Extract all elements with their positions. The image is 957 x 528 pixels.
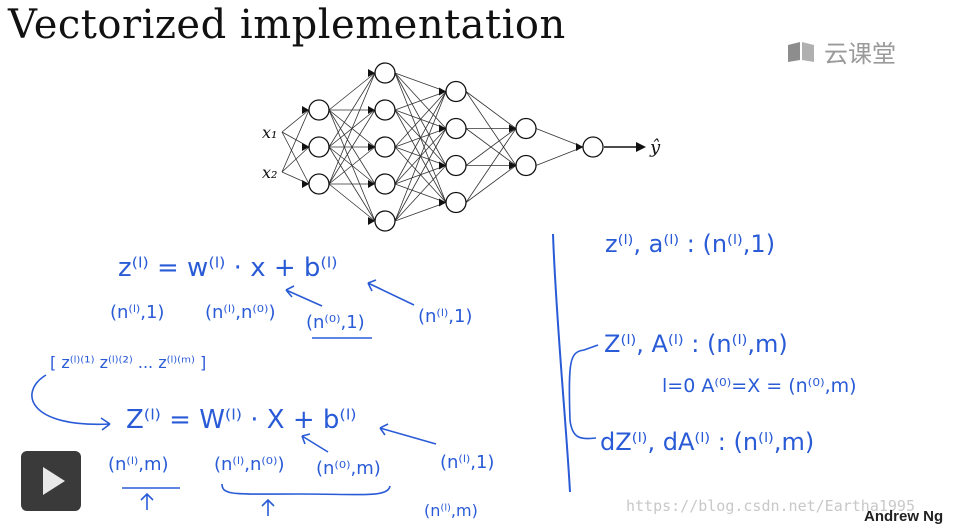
arrow-to-x [285,285,323,307]
edge-arrowhead [368,180,375,188]
edge [328,72,376,111]
play-icon [43,467,65,495]
brace-WX [221,483,391,496]
arrow-to-b [367,279,415,306]
edge [328,146,376,185]
edge [394,202,447,222]
stacked-columns: [ z⁽ˡ⁾⁽¹⁾ z⁽ˡ⁾⁽²⁾ ... z⁽ˡ⁾⁽ᵐ⁾ ] [50,353,206,372]
edge-arrowhead [439,124,446,133]
bracket-right [568,344,599,440]
dim-X: (n⁽⁰⁾,m) [316,458,381,479]
edge [394,91,447,111]
right-line-4: dZ⁽ˡ⁾, dA⁽ˡ⁾ : (n⁽ˡ⁾,m) [600,428,814,456]
edge [328,183,376,222]
edge [465,165,517,203]
edge [394,165,447,222]
edge-arrowhead [439,87,446,96]
edge [281,146,310,173]
edge-arrowhead [439,161,446,170]
dim-z: (n⁽ˡ⁾,1) [110,302,164,323]
dim-x: (n⁽⁰⁾,1) [306,312,365,333]
right-line-1: z⁽ˡ⁾, a⁽ˡ⁾ : (n⁽ˡ⁾,1) [605,230,775,258]
arrow-to-b2 [379,423,437,445]
eq-single-example: z⁽ˡ⁾ = w⁽ˡ⁾ · x + b⁽ˡ⁾ [118,253,338,283]
dim-W: (n⁽ˡ⁾,n⁽⁰⁾) [214,454,284,475]
edge-arrowhead [368,143,375,151]
edge [465,128,517,203]
dim-b2: (n⁽ˡ⁾,1) [440,452,494,473]
edge-arrowhead [576,143,583,151]
output-yhat: ŷ [649,137,661,158]
edge [535,128,584,148]
edge [394,72,447,92]
play-button[interactable] [21,451,81,511]
input-x2: x₂ [262,163,277,182]
edge-arrowhead [439,198,446,207]
curved-arrow-left [31,374,111,431]
edge [281,109,310,173]
edge [465,91,517,129]
arrow-to-X [301,433,329,453]
edge [281,131,310,185]
input-x1: x₁ [262,123,277,142]
dim-w: (n⁽ˡ⁾,n⁽⁰⁾) [205,302,275,323]
dim-b: (n⁽ˡ⁾,1) [418,306,472,327]
right-line-2: Z⁽ˡ⁾, A⁽ˡ⁾ : (n⁽ˡ⁾,m) [604,330,788,358]
edge-arrowhead [509,124,516,133]
edge [394,91,447,148]
edge-arrowhead [368,217,375,225]
dim-Z: (n⁽ˡ⁾,m) [108,454,169,475]
edge [535,146,584,166]
edge-arrowhead [368,69,375,77]
edge-arrowhead [302,106,309,114]
logo: 云课堂 [786,34,896,69]
edge [328,72,376,148]
up-arrow-1 [140,492,154,510]
edge-arrowhead [509,161,516,170]
up-arrow-2 [261,498,275,516]
book-icon [788,41,814,62]
logo-text: 云课堂 [824,40,896,68]
dim-b-broadcast: (n⁽ˡ⁾,m) [424,501,478,520]
edge [394,128,447,222]
edge-arrowhead [302,143,309,151]
edge-arrowhead [302,180,309,188]
edge [328,72,376,185]
slide-title: Vectorized implementation [8,2,566,48]
output-arrow-head [636,142,646,152]
edge [465,128,517,166]
divider-line [552,233,571,493]
watermark: https://blog.csdn.net/Eartha1995 [626,497,915,515]
author-credit: Andrew Ng [864,508,944,525]
right-line-3: l=0 A⁽⁰⁾=X = (n⁽⁰⁾,m) [662,375,857,397]
edge [328,109,376,185]
edge-arrowhead [368,106,375,114]
edge [281,109,310,133]
eq-vectorized: Z⁽ˡ⁾ = W⁽ˡ⁾ · X + b⁽ˡ⁾ [126,405,357,435]
edge [394,91,447,222]
edge [394,91,447,185]
